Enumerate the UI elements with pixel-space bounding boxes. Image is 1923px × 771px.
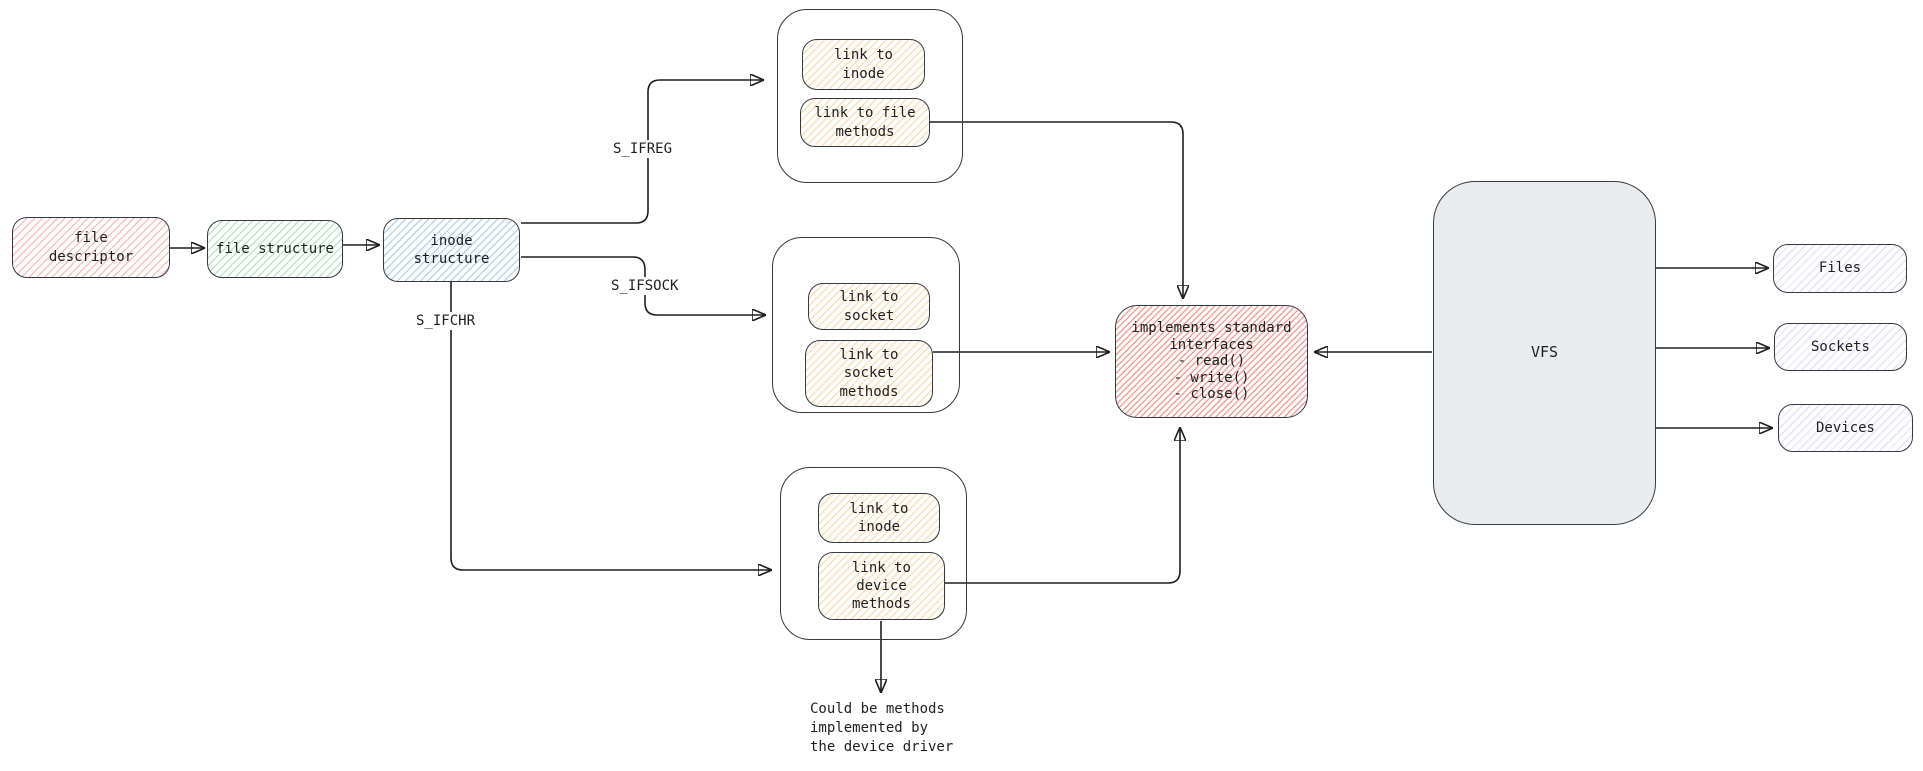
node-files-label: Files: [1818, 260, 1862, 277]
arrow-sifchr: [450, 282, 771, 570]
note-device-driver: Could be methods implemented by the devi…: [810, 701, 954, 755]
node-link-to-socket: link to socket: [808, 283, 930, 330]
edge-label-sifsock: S_IFSOCK: [608, 277, 682, 295]
node-link-to-file-methods-label: link to file methods: [814, 105, 916, 140]
node-devices-label: Devices: [1815, 419, 1875, 436]
node-file-structure: file structure: [207, 220, 343, 278]
node-chr-link-to-inode: link to inode: [818, 493, 940, 543]
node-files: Files: [1773, 244, 1907, 293]
edge-label-sifchr: S_IFCHR: [413, 312, 479, 330]
node-link-to-device-methods: link to device methods: [818, 552, 945, 620]
node-chr-link-to-inode-label: link to inode: [849, 500, 909, 535]
node-file-descriptor: file descriptor: [12, 217, 170, 278]
group-char-device: [780, 467, 967, 640]
node-sockets-label: Sockets: [1810, 338, 1870, 355]
node-link-to-socket-methods: link to socket methods: [805, 340, 933, 407]
node-inode-structure-label: inode structure: [413, 232, 490, 267]
node-reg-link-to-inode-label: link to inode: [833, 47, 893, 82]
node-link-to-socket-label: link to socket: [839, 289, 899, 324]
group-regular-file: [777, 9, 963, 183]
node-devices: Devices: [1778, 404, 1913, 452]
node-reg-link-to-inode: link to inode: [802, 39, 925, 90]
group-socket: [772, 237, 960, 413]
node-implements-interfaces-label: implements standard interfaces - read() …: [1131, 320, 1292, 403]
node-link-to-device-methods-label: link to device methods: [851, 559, 911, 613]
arrow-filemethods-to-implements: [930, 121, 1183, 298]
node-link-to-file-methods: link to file methods: [800, 98, 930, 147]
node-sockets: Sockets: [1774, 323, 1907, 371]
node-file-structure-label: file structure: [215, 240, 334, 257]
node-vfs-label: VFS: [1530, 343, 1559, 362]
node-file-descriptor-label: file descriptor: [48, 230, 134, 265]
edge-label-sifreg: S_IFREG: [610, 140, 676, 158]
arrow-devicemethods-to-implements: [945, 428, 1180, 584]
node-implements-interfaces: implements standard interfaces - read() …: [1115, 305, 1308, 418]
node-inode-structure: inode structure: [383, 218, 520, 282]
node-vfs: VFS: [1433, 181, 1656, 525]
node-link-to-socket-methods-label: link to socket methods: [839, 347, 899, 400]
